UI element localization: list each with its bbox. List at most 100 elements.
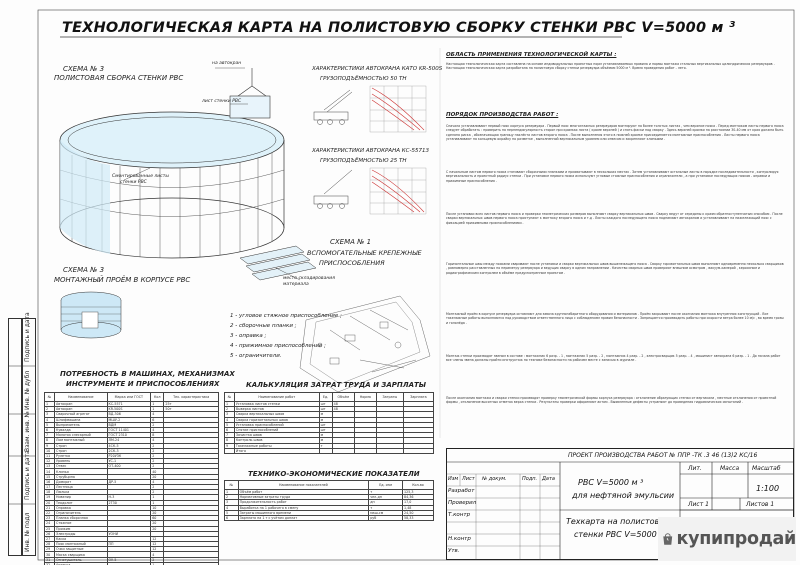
scope-heading: ОБЛАСТЬ ПРИМЕНЕНИЯ ТЕХНОЛОГИЧЕСКОЙ КАРТЫ… xyxy=(446,52,617,58)
procedure-paragraph-2: С начальным листом первого пояса стягива… xyxy=(446,170,779,183)
legend-item: 1 - угловое стяжное приспособление ; xyxy=(230,313,342,319)
tank-opening-drawing xyxy=(60,291,122,339)
tank-cylinder xyxy=(59,111,285,259)
crane1-title: ХАРАКТЕРИСТИКИ АВТОКРАНА КАТО KR-500S xyxy=(312,66,443,72)
project-code: ПРОЕКТ ПРОИЗВОДСТВА РАБОТ № ППР -ТК .3 4… xyxy=(568,452,758,459)
label-storage: место складирования xyxy=(283,276,335,281)
scheme3b-subtitle: МОНТАЖНЫЙ ПРОЁМ В КОРПУСЕ РВС xyxy=(54,276,191,284)
label-mounted-sheets: Смонтированные листы xyxy=(112,174,169,179)
row-sign: Подп. xyxy=(522,476,538,482)
margin-strip xyxy=(22,318,36,556)
label-mounted-sheets-2: стенки РВС xyxy=(120,180,147,185)
table-cell: 32 xyxy=(43,561,56,565)
role-approved: Утв. xyxy=(448,548,460,554)
tep-title: ТЕХНИКО-ЭКОНОМИЧЕСКИЕ ПОКАЗАТЕЛИ xyxy=(248,470,420,478)
scheme1-subtitle-2: ПРИСПОСОБЛЕНИЯ xyxy=(319,259,385,267)
row-list: Лист xyxy=(462,476,475,482)
table-cell xyxy=(163,561,219,565)
procedure-paragraph-7: После окончания монтажа и сварки стенки … xyxy=(446,396,777,405)
legend-item: 4 - прижимное приспособление ; xyxy=(230,343,326,349)
legend-item: 3 - оправка ; xyxy=(230,333,267,339)
legend-item: 5 - ограничители. xyxy=(230,353,282,359)
scope-paragraph: Настоящая технологическая карта составле… xyxy=(446,62,775,71)
legend-item: 2 - сборочные планки ; xyxy=(230,323,297,329)
margin-label: Подпись и дата xyxy=(24,312,31,362)
scheme1-subtitle-1: ВСПОМОГАТЕЛЬНЫЕ КРЕПЕЖНЫЕ xyxy=(307,249,422,257)
procedure-paragraph-6: Монтаж стенки производят звеном в состав… xyxy=(446,354,781,363)
scheme3b-title: СХЕМА № 3 xyxy=(63,266,105,274)
table-cell: 1 xyxy=(150,561,165,565)
scheme1-drawing xyxy=(299,295,431,393)
margin-label: Инв. № подл xyxy=(24,512,31,553)
procedure-paragraph-1: Сначала устанавливают первый пояс корпус… xyxy=(446,124,784,141)
label-sheet: лист стенки РВС xyxy=(202,99,242,104)
labor-title: КАЛЬКУЛЯЦИЯ ЗАТРАТ ТРУДА И ЗАРПЛАТЫ xyxy=(246,381,427,389)
margin-strip-outer xyxy=(8,318,22,556)
label-storage-2: материала xyxy=(283,282,309,287)
procedure-heading: ПОРЯДОК ПРОИЗВОДСТВА РАБОТ : xyxy=(446,112,559,118)
document-title-2: стенки РВС V=5000 м³ xyxy=(574,530,669,539)
margin-label: Инв. № дубл xyxy=(24,370,31,410)
scale-value: 1:100 xyxy=(756,484,780,493)
role-tcontrol: Т.контр xyxy=(448,512,471,518)
sheets-count: Листов 1 xyxy=(746,501,775,508)
scheme3-title: СХЕМА № 3 xyxy=(63,65,105,73)
table-row: Итого xyxy=(224,447,435,454)
label-autocrane: на автокран xyxy=(212,61,242,66)
crane2-drawing xyxy=(313,169,353,209)
scheme3-subtitle: ПОЛИСТОВАЯ СБОРКА СТЕНКИ РВС xyxy=(54,74,184,82)
margin-label: Подпись и дата xyxy=(24,450,31,500)
document-title-1: Техкарта на полистовую сборку xyxy=(566,517,703,526)
procedure-paragraph-3: После установки всех листов первого пояс… xyxy=(446,212,783,225)
crane2-title: ХАРАКТЕРИСТИКИ АВТОКРАНА КС-55713 xyxy=(312,148,429,154)
row-doc: № докум. xyxy=(482,476,507,482)
table-cell: Зарплата на 1 т с учётом доплат xyxy=(237,514,370,522)
scheme1-title: СХЕМА № 1 xyxy=(330,238,372,246)
margin-label: Взам. инв. № xyxy=(24,411,31,452)
crane1-subtitle: ГРУЗОПОДЪЁМНОСТЬЮ 50 ТН xyxy=(320,76,407,82)
table-cell: 58,33 xyxy=(402,514,434,522)
col-mass: Масса xyxy=(720,465,740,472)
crane1-drawing xyxy=(313,89,353,125)
storage-stacks xyxy=(239,245,317,281)
table-cell xyxy=(331,447,355,454)
role-ncontrol: Н.контр xyxy=(448,536,471,542)
procedure-paragraph-5: Монтажный проём в корпусе резервуара ост… xyxy=(446,312,784,325)
role-checker: Проверил xyxy=(448,500,477,506)
crane2-load-chart xyxy=(369,167,427,215)
role-developer: Разработ xyxy=(448,488,475,494)
title-block xyxy=(446,448,794,560)
object-purpose: для нефтяной эмульсии xyxy=(572,491,675,500)
procedure-paragraph-4: Горизонтальные швы между поясами сварива… xyxy=(446,262,784,275)
sheet-number: Лист 1 xyxy=(688,501,709,508)
col-scale: Масштаб xyxy=(752,465,781,472)
hanging-sheet xyxy=(215,67,271,119)
table-cell xyxy=(375,447,404,454)
needs-title-2: ИНСТРУМЕНТЕ И ПРИСПОСОБЛЕНИЯХ xyxy=(66,380,220,388)
watermark-text: купипродай xyxy=(676,529,797,549)
crane1-load-chart xyxy=(369,85,427,133)
col-lit: Лит. xyxy=(688,465,702,472)
shopping-bag-icon xyxy=(663,533,673,545)
row-izm: Изм xyxy=(448,476,459,482)
watermark: купипродай xyxy=(658,517,796,561)
object-name: РВС V=5000 м ³ xyxy=(578,478,644,487)
